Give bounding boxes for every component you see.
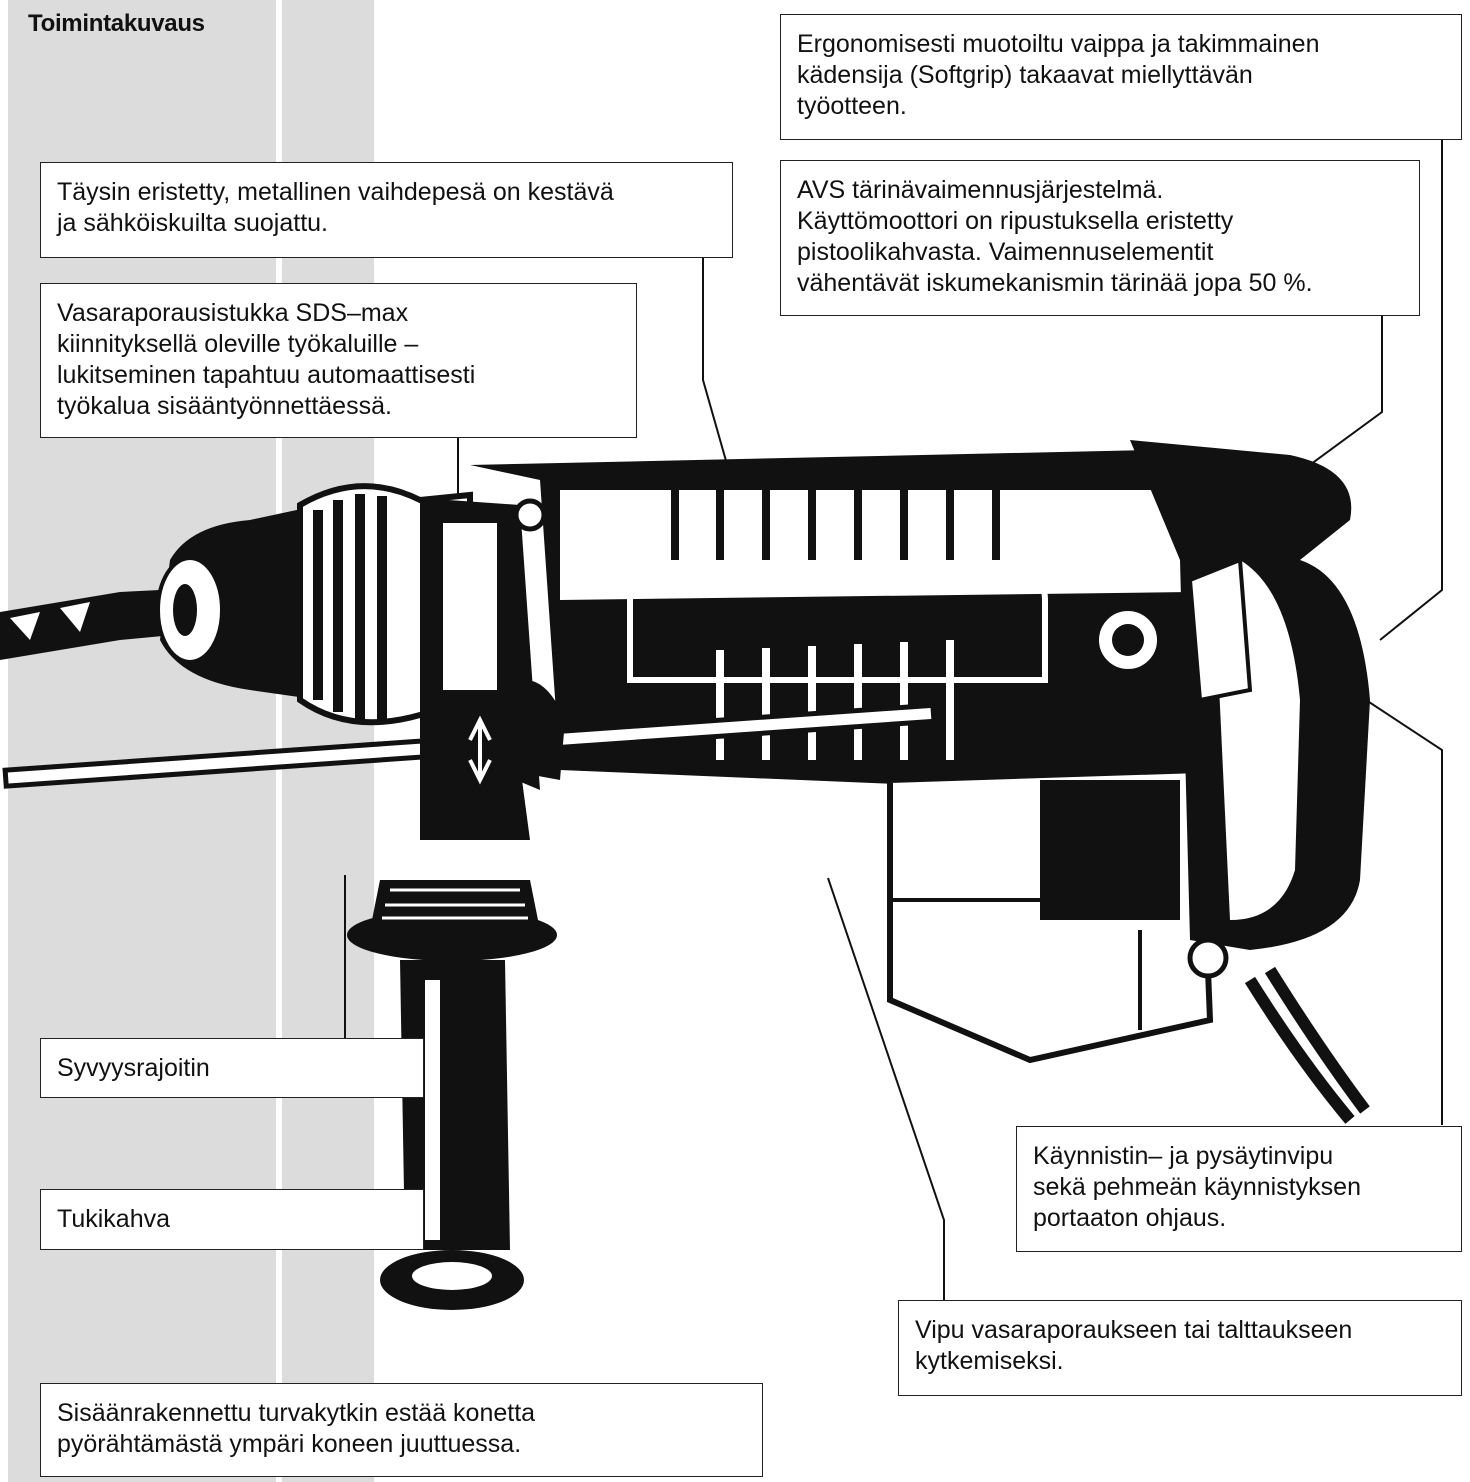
page-title: Toimintakuvaus (28, 10, 205, 37)
callout-lever: Vipu vasaraporaukseen tai talttaukseen k… (898, 1300, 1462, 1396)
drill-bit (0, 588, 205, 660)
drill-body (470, 450, 1215, 870)
hammer-lever (468, 680, 565, 785)
leader-ergonomic (1379, 140, 1443, 641)
callout-chuck: Vasaraporausistukka SDS–max kiinnityksel… (40, 283, 637, 438)
callout-clutch: Sisäänrakennettu turvakytkin estää konet… (40, 1383, 763, 1477)
callout-avs: AVS tärinävaimennusjärjestelmä. Käyttömo… (780, 160, 1420, 316)
callout-gearbox: Täysin eristetty, metallinen vaihdepesä … (40, 162, 733, 258)
callout-ergonomic: Ergonomisesti muotoiltu vaippa ja takimm… (780, 14, 1462, 140)
rear-grip (1130, 440, 1370, 1124)
callout-depth-stop: Syvyysrajoitin (40, 1038, 424, 1098)
cooling-ribs (671, 466, 1000, 560)
motor-housing (887, 766, 1214, 1064)
callout-aux-handle: Tukikahva (40, 1189, 424, 1250)
callout-switch: Käynnistin– ja pysäytinvipu sekä pehmeän… (1016, 1126, 1462, 1252)
leader-lever (827, 877, 945, 1300)
